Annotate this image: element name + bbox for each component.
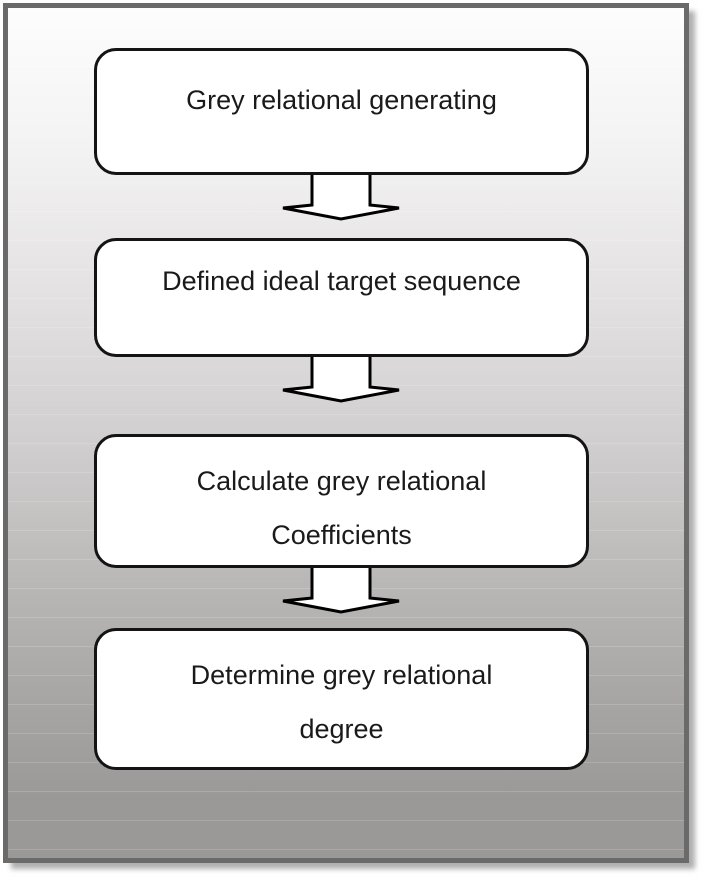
connector-step1-to-step2 <box>281 171 401 221</box>
block-arrow-down-icon <box>282 353 400 403</box>
connector-step3-to-step4 <box>281 564 401 614</box>
step-label-line-1: Determine grey relational <box>190 660 493 690</box>
block-arrow-down-icon <box>282 564 400 614</box>
step-label-line-2: degree <box>299 714 384 744</box>
flow-step-calculate-grey-relational-coefficients: Calculate grey relational Coefficients <box>94 434 589 568</box>
block-arrow-down-icon <box>282 171 400 221</box>
connector-step2-to-step3 <box>281 353 401 403</box>
step-label-line-2: Coefficients <box>271 520 412 550</box>
step-label: Grey relational generating <box>186 85 497 115</box>
step-label: Defined ideal target sequence <box>162 266 521 296</box>
flow-step-determine-grey-relational-degree: Determine grey relational degree <box>94 628 589 770</box>
diagram-canvas: Grey relational generating Defined ideal… <box>8 8 684 858</box>
flow-step-grey-relational-generating: Grey relational generating <box>94 48 589 175</box>
flow-step-defined-ideal-target-sequence: Defined ideal target sequence <box>94 238 589 357</box>
diagram-frame: Grey relational generating Defined ideal… <box>3 3 689 863</box>
step-label-line-1: Calculate grey relational <box>196 466 487 496</box>
